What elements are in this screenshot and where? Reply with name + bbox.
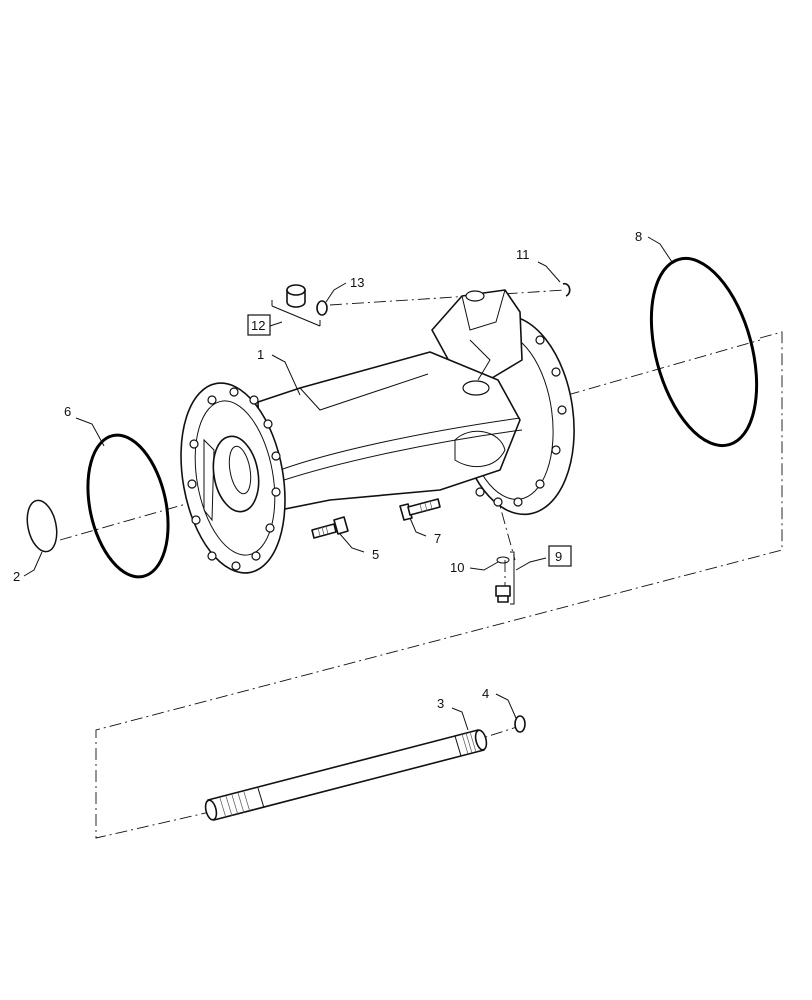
callout-12: 12	[251, 318, 265, 333]
washer	[514, 715, 526, 733]
callout-5: 5	[372, 547, 379, 562]
bushing-seal	[316, 300, 328, 316]
callout-11: 11	[516, 247, 530, 262]
callout-13: 13	[350, 275, 364, 290]
callout-3: 3	[437, 696, 444, 711]
bolt-long	[399, 498, 441, 521]
leader-lines	[23, 236, 673, 731]
callout-7: 7	[434, 531, 441, 546]
o-ring-left	[86, 433, 170, 579]
plug-seal	[496, 556, 510, 564]
callout-9: 9	[555, 549, 562, 564]
axle-housing	[180, 289, 575, 574]
callout-labels: 1 2 3 4 5 6 7 8 9 10 11 12 13	[13, 229, 642, 711]
bracket-12	[271, 305, 321, 327]
callout-8: 8	[635, 229, 642, 244]
callout-6: 6	[64, 404, 71, 419]
plug	[495, 585, 511, 603]
o-ring-small	[26, 499, 58, 553]
callout-1: 1	[257, 347, 264, 362]
callout-2: 2	[13, 569, 20, 584]
callout-10: 10	[450, 560, 464, 575]
callout-9-box	[548, 545, 572, 567]
snap-ring	[562, 282, 571, 297]
bolt-short	[311, 516, 349, 539]
bushing	[286, 284, 306, 308]
bracket-9	[510, 551, 515, 605]
o-ring-large	[649, 256, 759, 448]
callout-4: 4	[482, 686, 489, 701]
callout-12-box	[247, 314, 271, 336]
axle-shaft	[204, 729, 488, 821]
